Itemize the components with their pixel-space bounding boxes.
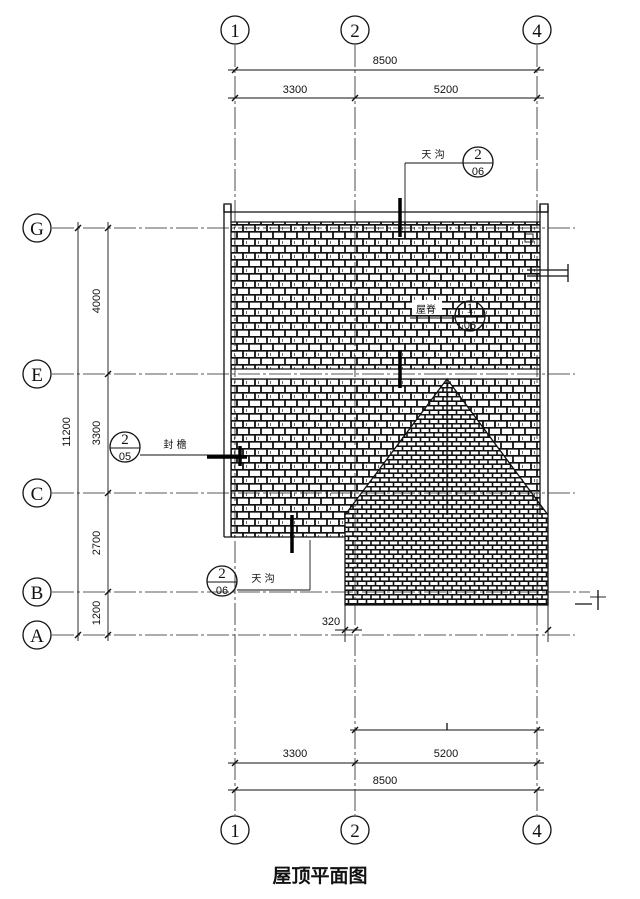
svg-text:B: B — [31, 583, 44, 604]
top-total-dimension: 8500 — [373, 55, 397, 67]
left-total-dimension: 11200 — [61, 417, 73, 447]
callout-label: 封 檐 — [163, 438, 186, 451]
grid-column-bubbles: 1 2 4 1 2 4 — [220, 15, 552, 845]
overhang-dimension: 320 — [322, 590, 606, 642]
grid-bubble-bottom-2: 2 — [340, 815, 370, 845]
left-bay-dimension-3: 2700 — [91, 531, 103, 555]
bottom-bay-dimension-2: 5200 — [434, 748, 458, 760]
grid-bubble-e: E — [22, 359, 52, 389]
callout-label: 天 沟 — [421, 148, 444, 161]
callout-detail-number: 1 — [466, 301, 474, 317]
left-bay-dimension-1: 4000 — [91, 289, 103, 313]
callout-sheet-number: 05 — [119, 451, 131, 463]
callout-detail-number: 2 — [218, 566, 226, 582]
grid-lines — [52, 45, 590, 815]
callout-eave-fascia: 封 檐 2 05 — [109, 431, 247, 466]
grid-bubble-a: A — [22, 620, 52, 650]
svg-text:2: 2 — [350, 821, 360, 842]
ridge-band — [231, 369, 540, 379]
grid-bubble-top-1: 1 — [220, 15, 250, 45]
svg-text:G: G — [30, 219, 44, 240]
callout-label: 天 沟 — [251, 572, 274, 585]
callout-gutter-bottom: 天 沟 2 06 — [206, 515, 311, 597]
svg-text:4: 4 — [532, 21, 542, 42]
callout-sheet-number: 06 — [472, 166, 484, 178]
grid-bubble-g: G — [22, 213, 52, 243]
grid-row-bubbles: G E C B A — [22, 213, 52, 650]
left-bay-dimension-2: 3300 — [91, 421, 103, 445]
top-bay-dimension-1: 3300 — [283, 84, 307, 96]
top-dimensions: 8500 3300 5200 — [228, 55, 544, 102]
downpipe-mark — [527, 264, 569, 282]
callout-sheet-number: 06 — [464, 320, 476, 332]
grid-bubble-b: B — [22, 577, 52, 607]
callout-ridge: 屋脊 1 06 — [398, 300, 486, 388]
bottom-dimensions: 3300 5200 8500 — [228, 723, 544, 794]
grid-bubble-c: C — [22, 478, 52, 508]
svg-text:2: 2 — [350, 21, 360, 42]
drawing-title: 屋顶平面图 — [272, 865, 367, 887]
svg-text:1: 1 — [230, 21, 240, 42]
svg-text:1: 1 — [230, 821, 240, 842]
bottom-total-dimension: 8500 — [373, 775, 397, 787]
svg-text:A: A — [30, 626, 44, 647]
callout-detail-number: 2 — [474, 147, 482, 163]
roof-area — [223, 203, 569, 606]
grid-bubble-bottom-4: 4 — [522, 815, 552, 845]
callout-sheet-number: 06 — [216, 585, 228, 597]
grid-bubble-top-4: 4 — [522, 15, 552, 45]
grid-bubble-bottom-1: 1 — [220, 815, 250, 845]
callout-gutter-top: 天 沟 2 06 — [398, 146, 494, 237]
top-bay-dimension-2: 5200 — [434, 84, 458, 96]
callout-label: 屋脊 — [416, 303, 436, 316]
left-bay-dimension-4: 1200 — [91, 601, 103, 625]
svg-text:C: C — [31, 484, 44, 505]
callout-detail-number: 2 — [121, 432, 129, 448]
svg-text:E: E — [31, 365, 43, 386]
svg-text:4: 4 — [532, 821, 542, 842]
left-dimensions: 11200 4000 3300 2700 1200 — [61, 222, 112, 641]
grid-bubble-top-2: 2 — [340, 15, 370, 45]
eave-outline — [223, 203, 549, 538]
overhang-value: 320 — [322, 616, 340, 628]
bottom-bay-dimension-1: 3300 — [283, 748, 307, 760]
